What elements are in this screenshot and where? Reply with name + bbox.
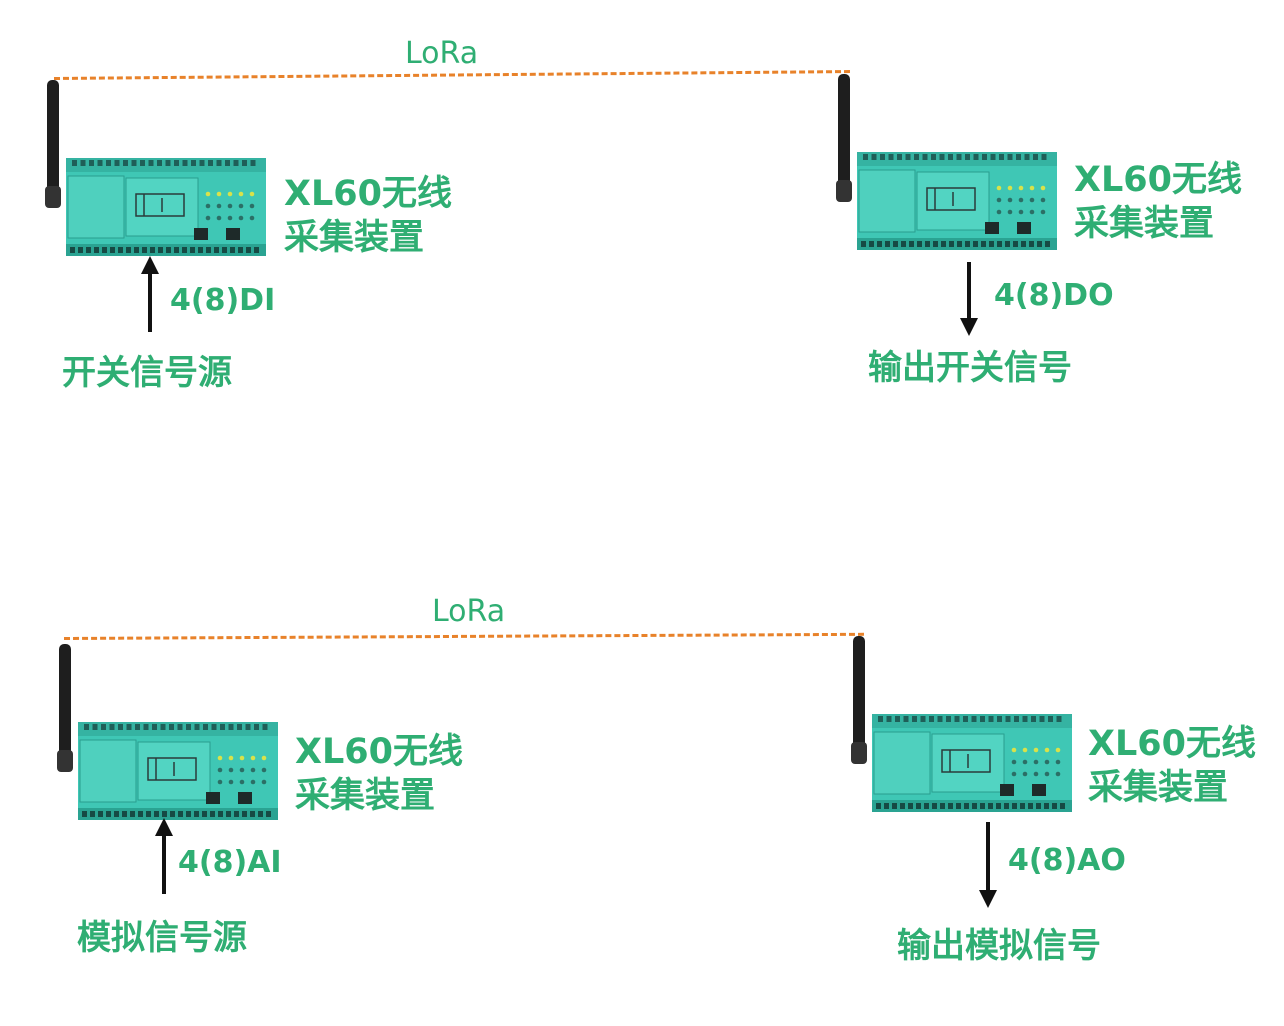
device-2 — [835, 70, 1065, 260]
lora-link-bottom — [64, 632, 865, 640]
device-1-signal: 4(8)DI — [170, 283, 276, 318]
antenna-icon — [47, 80, 59, 206]
device-2-signal: 4(8)DO — [994, 278, 1114, 313]
wiring-diagram-icon — [941, 749, 991, 773]
device-3-title: XL60无线 采集装置 — [295, 730, 463, 818]
device-2-endpoint: 输出开关信号 — [868, 348, 1072, 388]
wiring-diagram-icon — [147, 757, 197, 781]
device-4-title-line1: XL60无线 — [1088, 724, 1256, 764]
device-2-title-line1: XL60无线 — [1074, 160, 1242, 200]
device-4 — [850, 632, 1080, 822]
wiring-diagram-icon — [135, 193, 185, 217]
device-4-title: XL60无线 采集装置 — [1088, 722, 1256, 810]
device-4-signal: 4(8)AO — [1008, 843, 1126, 878]
device-3-arrow-head — [155, 818, 173, 836]
device-1-arrow-head — [141, 256, 159, 274]
device-3-endpoint: 模拟信号源 — [77, 918, 247, 958]
device-3 — [56, 640, 286, 828]
device-1-title: XL60无线 采集装置 — [284, 172, 452, 260]
device-1-endpoint: 开关信号源 — [62, 353, 232, 393]
device-4-arrow-head — [979, 890, 997, 908]
device-2-arrow-head — [960, 318, 978, 336]
device-1-title-line1: XL60无线 — [284, 174, 452, 214]
device-1-arrow — [148, 272, 152, 332]
antenna-icon — [838, 74, 850, 200]
device-3-title-line1: XL60无线 — [295, 732, 463, 772]
device-4-arrow — [986, 822, 990, 892]
lora-label-bottom: LoRa — [432, 594, 506, 629]
device-2-arrow — [967, 262, 971, 320]
lora-label-top: LoRa — [405, 36, 479, 71]
device-3-signal: 4(8)AI — [178, 845, 282, 880]
device-2-title-line2: 采集装置 — [1074, 204, 1215, 244]
device-1-title-line2: 采集装置 — [284, 218, 425, 258]
device-3-arrow — [162, 834, 166, 894]
wiring-diagram-icon — [926, 187, 976, 211]
device-4-title-line2: 采集装置 — [1088, 768, 1229, 808]
antenna-icon — [853, 636, 865, 762]
device-4-endpoint: 输出模拟信号 — [897, 926, 1101, 966]
antenna-icon — [59, 644, 71, 770]
device-2-title: XL60无线 采集装置 — [1074, 158, 1242, 246]
device-3-title-line2: 采集装置 — [295, 776, 436, 816]
device-1 — [44, 76, 274, 266]
